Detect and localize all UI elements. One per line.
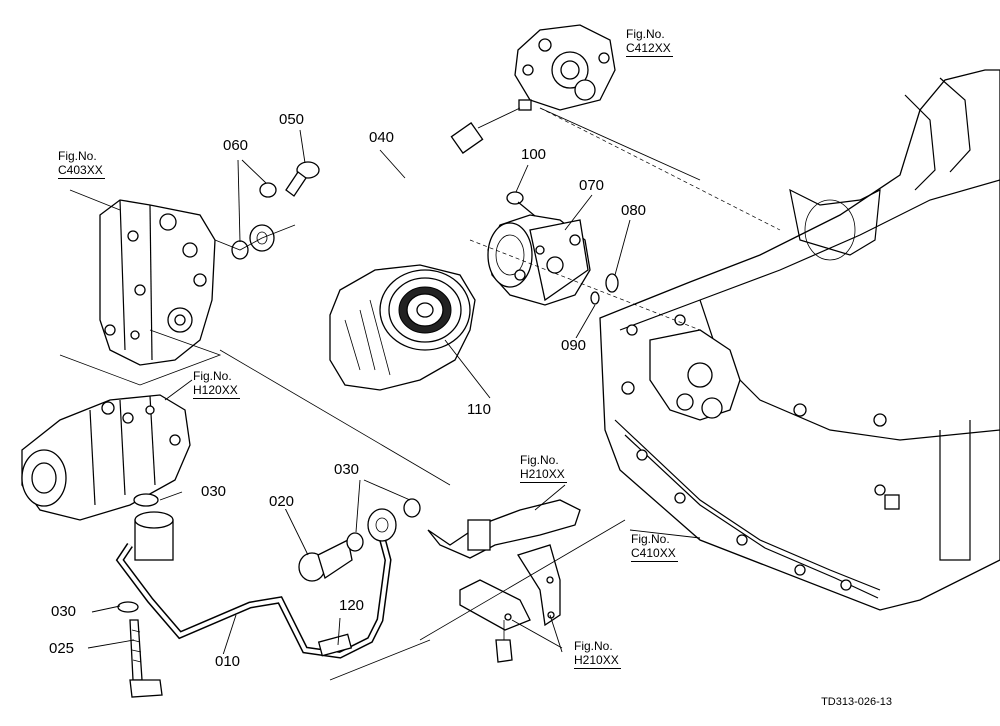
part-number-100: 100 <box>520 146 548 163</box>
part-number-040: 040 <box>368 129 396 146</box>
bolt-100 <box>506 191 536 217</box>
washer-030c <box>117 601 139 613</box>
part-number-025: 025 <box>48 640 76 657</box>
fig-ref-h210-upper-code: H210XX <box>520 466 567 483</box>
part-number-030-a: 030 <box>200 483 228 500</box>
bracket-clamp <box>459 544 561 631</box>
banjo-bolt-050 <box>285 161 320 197</box>
bolt-020 <box>298 539 353 582</box>
part-number-010: 010 <box>214 653 242 670</box>
part-number-060: 060 <box>222 137 250 154</box>
valve-block-icon-left <box>99 199 216 366</box>
fig-ref-h120-label: Fig.No. <box>193 369 232 383</box>
fig-ref-h210-upper-label: Fig.No. <box>520 453 559 467</box>
fig-ref-h120: Fig.No. H120XX <box>193 369 240 399</box>
fig-ref-c412-code: C412XX <box>626 40 673 57</box>
part-number-050: 050 <box>278 111 306 128</box>
washer-030a <box>133 493 159 507</box>
fig-ref-h210-lower-label: Fig.No. <box>574 639 613 653</box>
filter-head-070 <box>487 214 591 306</box>
part-number-070: 070 <box>578 177 606 194</box>
hose-h210 <box>427 499 581 559</box>
pipe-010 <box>115 529 392 659</box>
fig-ref-c403: Fig.No. C403XX <box>58 149 105 179</box>
o-ring-090 <box>590 291 600 305</box>
fig-ref-c403-code: C403XX <box>58 162 105 179</box>
banjo-fitting-lower <box>367 508 397 542</box>
oil-filter-icon <box>329 264 476 391</box>
part-number-080: 080 <box>620 202 648 219</box>
washer-030d <box>403 498 421 518</box>
fig-ref-h210-upper: Fig.No. H210XX <box>520 453 567 483</box>
hydraulic-pump-icon <box>21 394 191 521</box>
part-number-120: 120 <box>338 597 366 614</box>
bolt-025 <box>129 619 163 698</box>
valve-block-icon <box>514 24 616 111</box>
fig-ref-h120-code: H120XX <box>193 382 240 399</box>
transmission-case-icon <box>599 69 1000 611</box>
pipe-040 <box>260 122 484 302</box>
fig-ref-c410: Fig.No. C410XX <box>631 532 678 562</box>
washer-030b <box>346 532 364 552</box>
part-number-020: 020 <box>268 493 296 510</box>
fig-ref-c410-label: Fig.No. <box>631 532 670 546</box>
drawing-code: TD313-026-13 <box>821 696 892 708</box>
part-number-030-b: 030 <box>333 461 361 478</box>
fig-ref-c412-label: Fig.No. <box>626 27 665 41</box>
bolt-small <box>495 620 513 663</box>
fig-ref-c412: Fig.No. C412XX <box>626 27 673 57</box>
part-number-030-c: 030 <box>50 603 78 620</box>
part-number-110: 110 <box>466 401 492 418</box>
fig-ref-c403-label: Fig.No. <box>58 149 97 163</box>
part-number-090: 090 <box>560 337 588 354</box>
washer-060a <box>259 182 277 198</box>
pipe-union <box>134 511 174 561</box>
o-ring-080 <box>605 273 619 293</box>
fig-ref-c410-code: C410XX <box>631 545 678 562</box>
fig-ref-h210-lower-code: H210XX <box>574 652 621 669</box>
fig-ref-h210-lower: Fig.No. H210XX <box>574 639 621 669</box>
